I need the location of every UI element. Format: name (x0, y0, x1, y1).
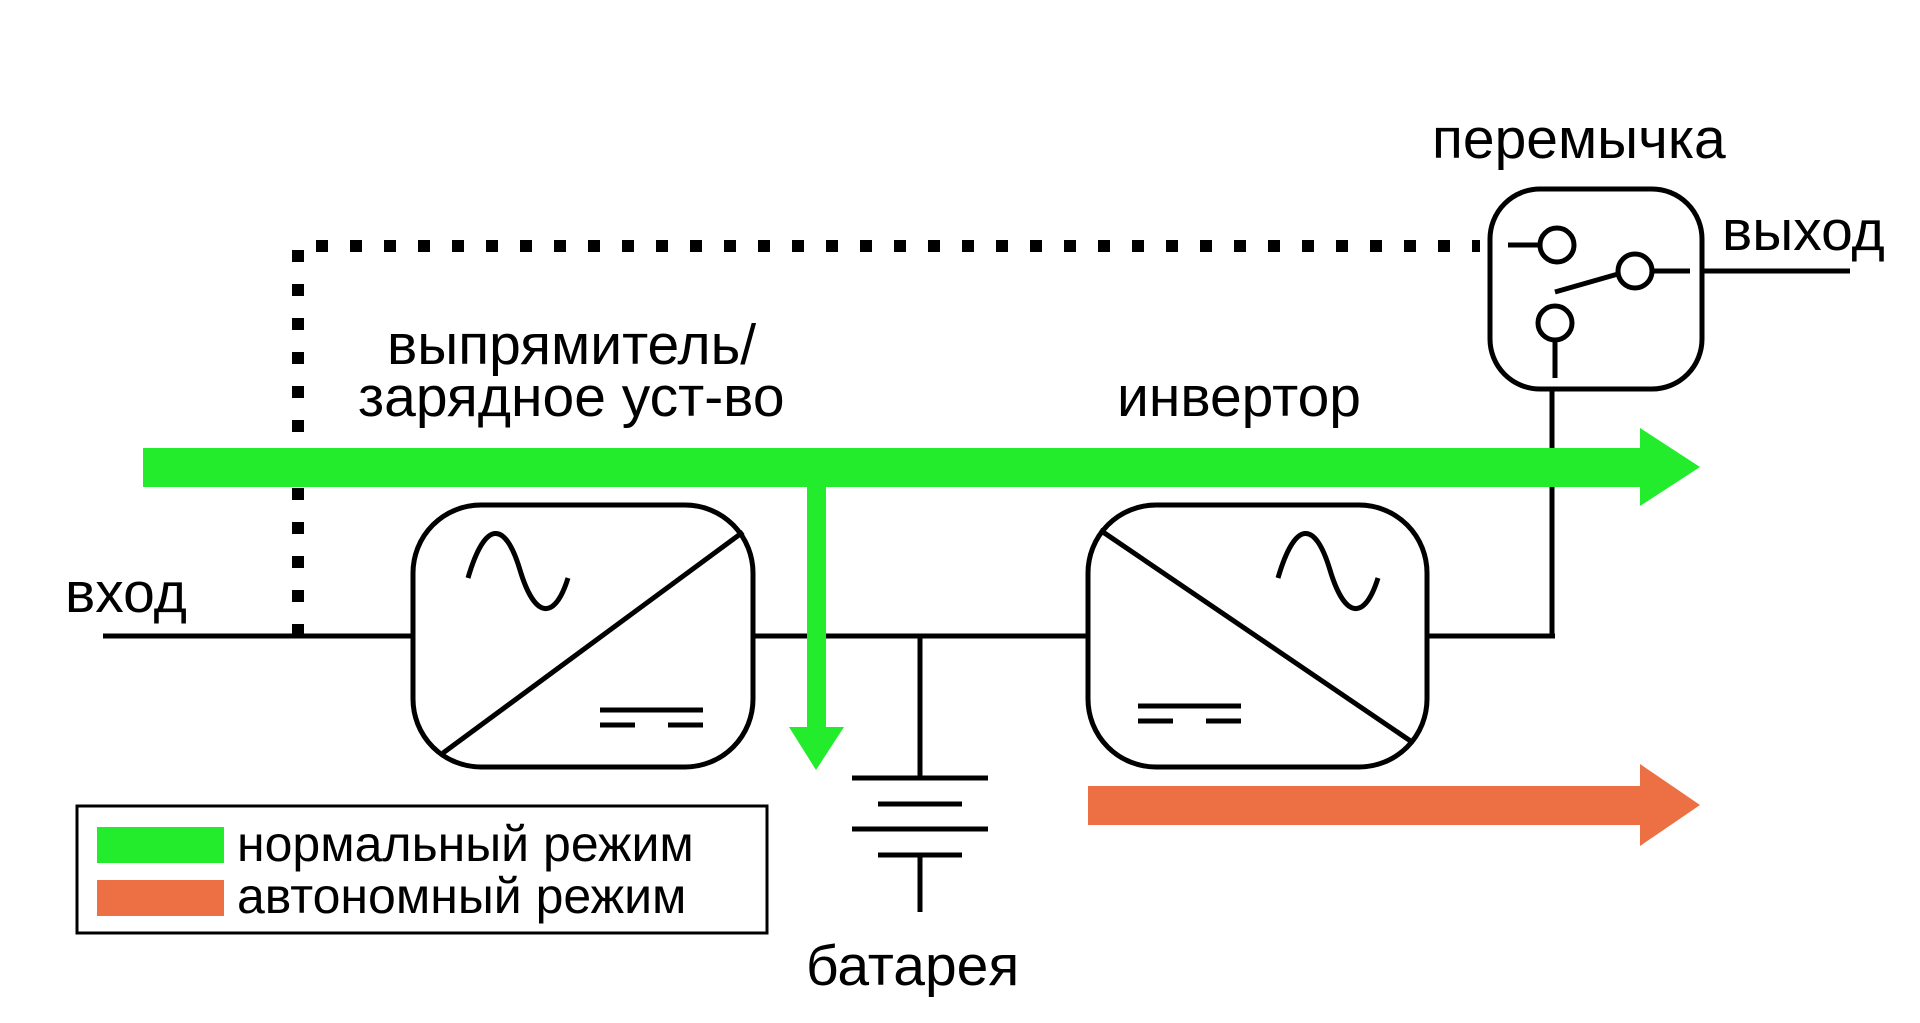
inverter-label: инвертор (1117, 365, 1361, 429)
ac-wave-icon (465, 531, 571, 611)
dc-symbol-icon (600, 707, 703, 728)
legend: нормальный режим автономный режим (75, 804, 769, 935)
battery-mode-flow (1088, 764, 1700, 846)
battery-symbol (852, 775, 988, 912)
battery-label: батарея (806, 934, 1019, 998)
ac-wave-icon (1275, 531, 1381, 611)
input-label: вход (65, 561, 187, 625)
rectifier-block (410, 502, 756, 770)
legend-label-battery-mode: автономный режим (237, 868, 686, 924)
battery-flow-arrowhead (1640, 764, 1700, 846)
bypass-switch-block (1487, 186, 1705, 392)
normal-flow-arrowhead (1640, 428, 1700, 506)
charge-flow-bar (807, 487, 826, 727)
rectifier-label-line1: выпрямитель/ (387, 313, 756, 377)
rectifier-label-line2: зарядное уст-во (358, 365, 785, 429)
dc-symbol-icon (1138, 703, 1241, 724)
battery-flow-bar (1088, 786, 1644, 825)
legend-swatch-normal (97, 827, 224, 863)
output-label: выход (1722, 199, 1885, 263)
legend-label-normal: нормальный режим (237, 816, 694, 872)
normal-mode-flow (143, 428, 1700, 770)
normal-flow-bar (143, 448, 1643, 487)
legend-swatch-battery-mode (97, 880, 224, 916)
inverter-block (1085, 502, 1430, 770)
charge-flow-arrowhead (789, 727, 844, 770)
bypass-label: перемычка (1432, 107, 1726, 171)
